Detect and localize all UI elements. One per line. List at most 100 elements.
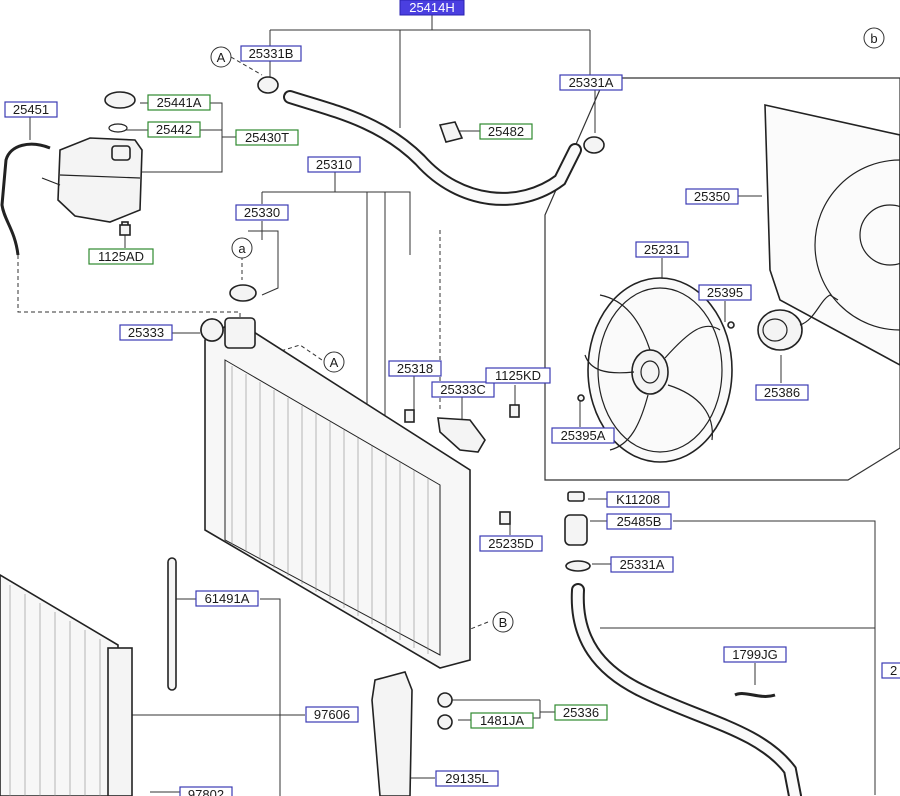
svg-text:1799JG: 1799JG [732, 647, 778, 662]
svg-text:25442: 25442 [156, 122, 192, 137]
part-label-1125AD[interactable]: 1125AD [88, 248, 154, 265]
svg-text:25231: 25231 [644, 242, 680, 257]
part-label-25395A[interactable]: 25395A [551, 427, 615, 444]
part-label-25333C[interactable]: 25333C [431, 381, 495, 398]
svg-text:25336: 25336 [563, 705, 599, 720]
bolt-25235D [499, 511, 511, 525]
svg-text:25414H: 25414H [409, 0, 455, 15]
svg-text:25235D: 25235D [488, 536, 534, 551]
svg-text:25318: 25318 [397, 361, 433, 376]
part-label-25318[interactable]: 25318 [388, 360, 442, 377]
svg-text:97802: 97802 [188, 787, 224, 796]
svg-text:2: 2 [890, 663, 897, 678]
part-label-25310[interactable]: 25310 [307, 156, 361, 173]
clamp-25331B [257, 76, 279, 94]
bolt-K11208 [567, 491, 585, 502]
svg-text:25331A: 25331A [569, 75, 614, 90]
bushing-1481JA [437, 714, 453, 730]
svg-text:25395A: 25395A [561, 428, 606, 443]
svg-text:A: A [217, 50, 226, 65]
svg-text:K11208: K11208 [616, 492, 660, 507]
bolt-1125KD [509, 404, 520, 418]
part-label-25482[interactable]: 25482 [479, 123, 533, 140]
bracket-25333C [437, 417, 486, 453]
part-label-97606[interactable]: 97606 [305, 706, 359, 723]
svg-text:25386: 25386 [764, 385, 800, 400]
svg-text:25430T: 25430T [245, 130, 289, 145]
part-label-25331B[interactable]: 25331B [240, 45, 302, 62]
part-label-25395[interactable]: 25395 [698, 284, 752, 301]
svg-text:25350: 25350 [694, 189, 730, 204]
seal-25330 [229, 284, 257, 302]
part-label-25386[interactable]: 25386 [755, 384, 809, 401]
svg-text:25482: 25482 [488, 124, 524, 139]
part-label-25485B[interactable]: 25485B [606, 513, 672, 530]
clamp-25331A-top [583, 136, 605, 154]
screw-25395 [727, 321, 735, 329]
part-label-1125KD[interactable]: 1125KD [485, 367, 551, 384]
radiator-cap [200, 318, 224, 342]
clip-1799JG [734, 692, 776, 698]
part-label-61491A[interactable]: 61491A [195, 590, 259, 607]
part-label-25441A[interactable]: 25441A [147, 94, 211, 111]
svg-text:B: B [499, 615, 508, 630]
svg-text:25331A: 25331A [620, 557, 665, 572]
reservoir-tank [41, 91, 143, 235]
part-label-97802[interactable]: 97802 [179, 786, 233, 796]
svg-text:25333: 25333 [128, 325, 164, 340]
part-label-25451[interactable]: 25451 [4, 101, 58, 118]
seal-strip-61491A [167, 557, 177, 691]
part-label-25330[interactable]: 25330 [235, 204, 289, 221]
part-label-25235D[interactable]: 25235D [479, 535, 543, 552]
part-label-2-edge[interactable]: 2 [881, 662, 900, 679]
part-label-1481JA[interactable]: 1481JA [470, 712, 534, 729]
fan-motor [757, 294, 839, 351]
svg-text:25451: 25451 [13, 102, 49, 117]
part-label-1799JG[interactable]: 1799JG [723, 646, 787, 663]
part-label-25430T[interactable]: 25430T [235, 129, 299, 146]
svg-text:25330: 25330 [244, 205, 280, 220]
cooling-fan [584, 277, 733, 463]
callout-a: a [231, 237, 253, 259]
svg-text:25441A: 25441A [157, 95, 202, 110]
part-label-25331A-low[interactable]: 25331A [610, 556, 674, 573]
overflow-hose [0, 142, 51, 256]
svg-text:97606: 97606 [314, 707, 350, 722]
part-label-K11208[interactable]: K11208 [606, 491, 670, 508]
svg-text:29135L: 29135L [445, 771, 488, 786]
svg-text:1125AD: 1125AD [98, 249, 144, 264]
svg-text:25333C: 25333C [440, 382, 486, 397]
callout-A-radiator: A [323, 351, 345, 373]
svg-text:a: a [238, 241, 246, 256]
condenser [0, 574, 133, 796]
screw-25395A [577, 394, 585, 402]
part-label-25333[interactable]: 25333 [119, 324, 173, 341]
part-label-25350[interactable]: 25350 [685, 188, 739, 205]
bolt-1125AD [119, 224, 131, 236]
fan-shroud [764, 103, 900, 366]
part-label-25414H-selected[interactable]: 25414H [399, 0, 465, 16]
air-guard [371, 671, 413, 796]
svg-text:61491A: 61491A [205, 591, 250, 606]
upper-radiator-hose [283, 90, 582, 206]
svg-text:25331B: 25331B [249, 46, 294, 61]
bolt-25318 [404, 409, 415, 423]
svg-text:25395: 25395 [707, 285, 743, 300]
part-label-25336[interactable]: 25336 [554, 704, 608, 721]
clip-25482 [438, 121, 464, 143]
dashed-routing [17, 230, 489, 631]
callout-A-top: A [210, 46, 232, 68]
callout-B: B [492, 611, 514, 633]
part-label-25442[interactable]: 25442 [147, 121, 201, 138]
svg-text:25485B: 25485B [617, 514, 662, 529]
part-label-25231[interactable]: 25231 [635, 241, 689, 258]
svg-text:A: A [330, 355, 339, 370]
fan-assembly-boundary [544, 77, 900, 481]
svg-text:1125KD: 1125KD [495, 368, 541, 383]
svg-text:1481JA: 1481JA [480, 713, 524, 728]
lower-radiator-hose [564, 514, 802, 796]
part-label-25331A-top[interactable]: 25331A [559, 74, 623, 91]
part-label-29135L[interactable]: 29135L [435, 770, 499, 787]
bushing-25336 [437, 692, 453, 708]
